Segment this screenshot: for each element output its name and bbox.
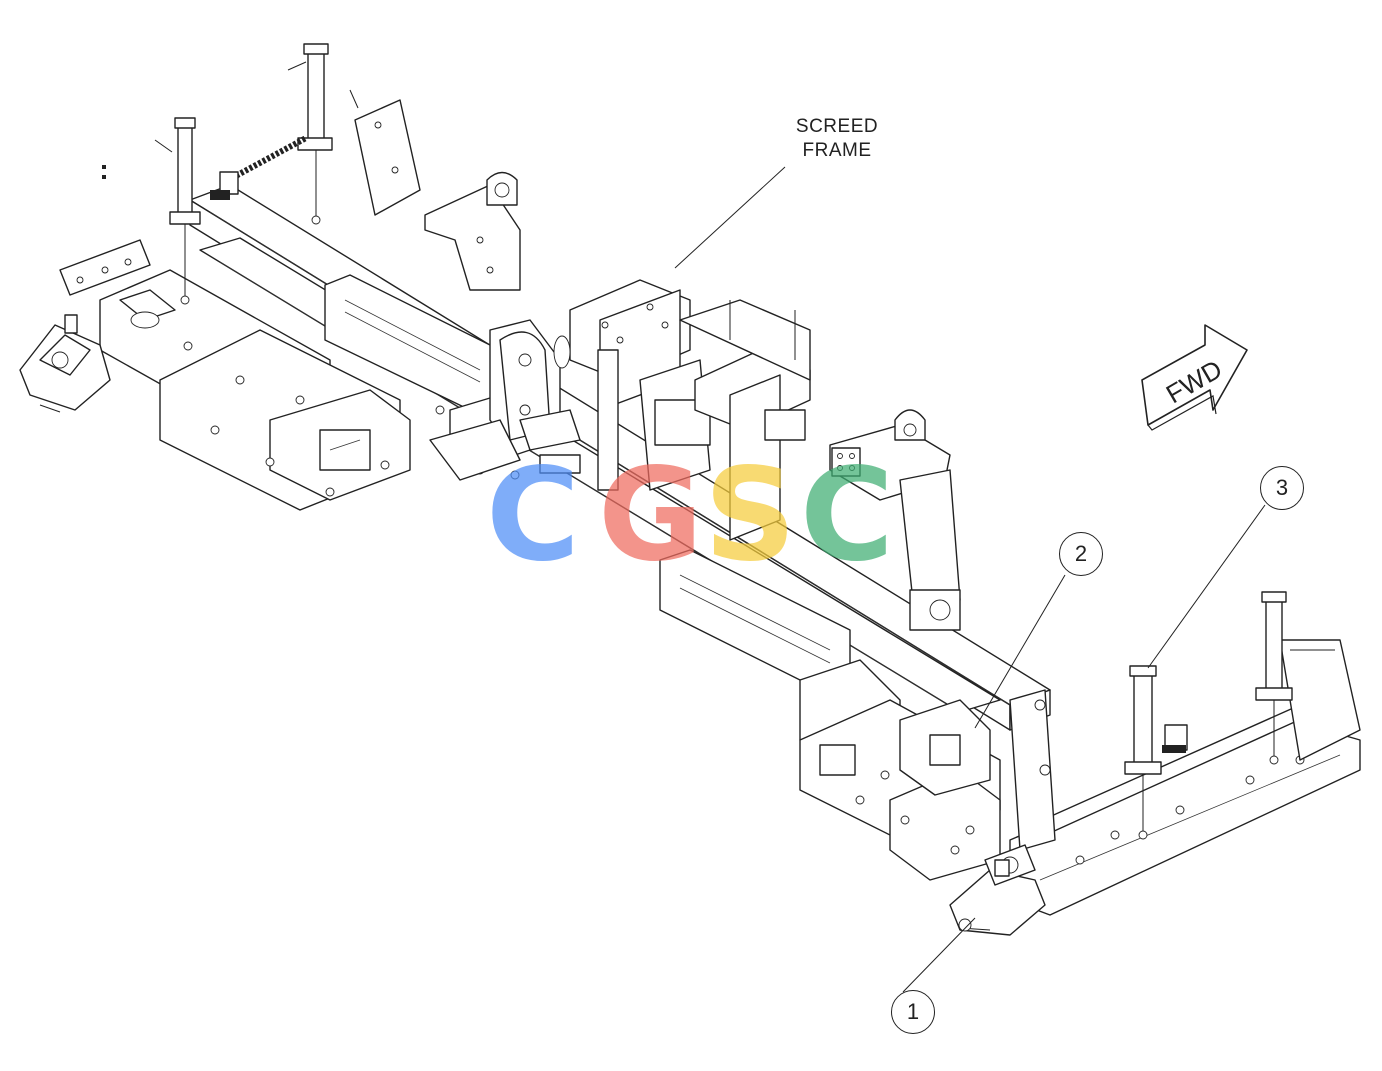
right-end-assembly <box>799 639 1361 916</box>
watermark-letter-4: C <box>800 441 894 590</box>
left-end-assembly <box>19 239 411 511</box>
callout-2: 2 <box>1059 532 1103 576</box>
right-extension-cylinders <box>1124 591 1293 840</box>
corner-marks <box>102 165 106 179</box>
watermark-letter-2: G <box>598 441 704 590</box>
watermark-letter-3: S <box>704 441 797 590</box>
leader-lines <box>674 166 1266 993</box>
fwd-arrow-icon: FWD <box>1141 324 1248 431</box>
right-center-tower <box>679 299 961 631</box>
rear-upright-plate <box>354 99 521 291</box>
callout-1: 1 <box>891 990 935 1034</box>
callout-3: 3 <box>1260 466 1304 510</box>
left-extension-cylinders <box>154 43 359 305</box>
watermark-letter-1: C <box>486 441 580 590</box>
screed-frame-label: SCREED FRAME <box>795 116 879 161</box>
